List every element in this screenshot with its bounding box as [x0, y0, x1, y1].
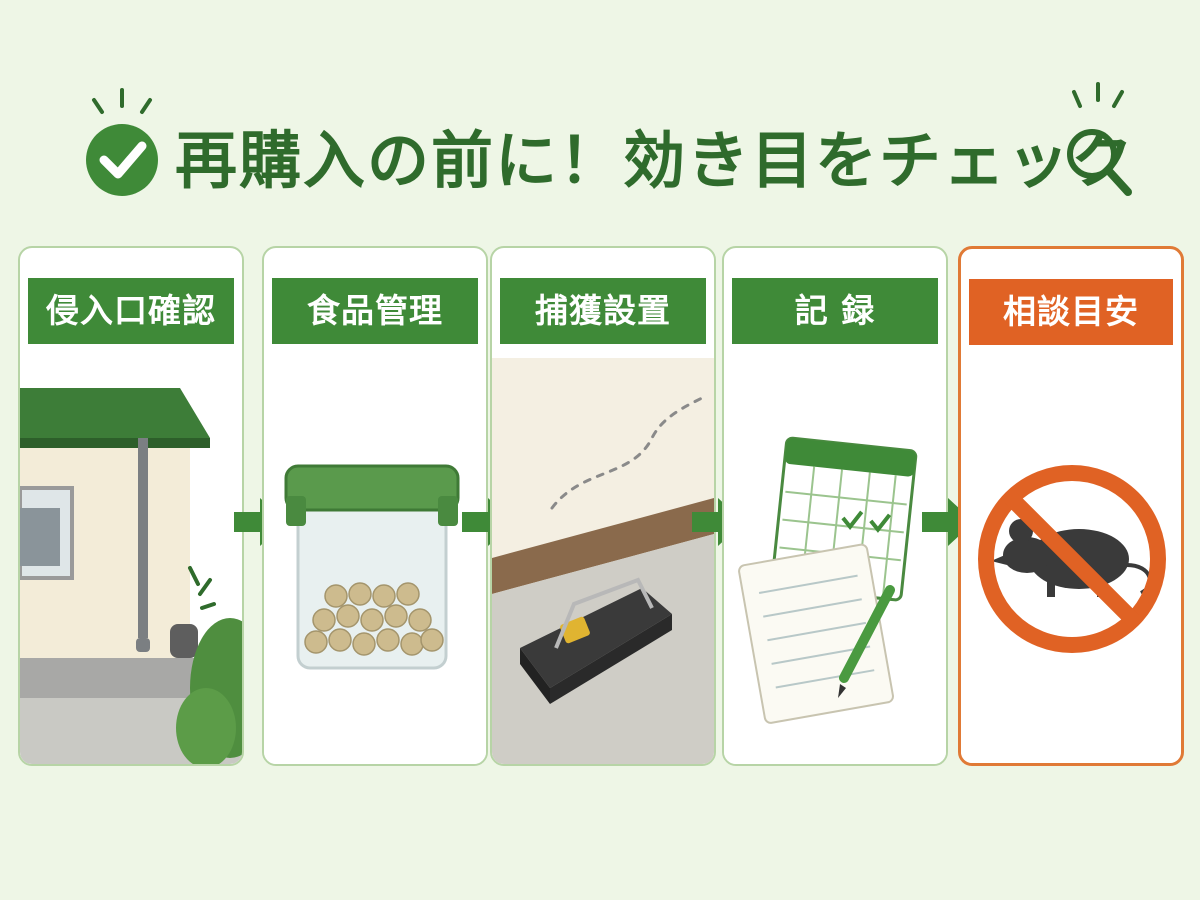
step-card-food: 食品管理	[262, 246, 488, 766]
step-card-record: 記 録	[722, 246, 948, 766]
page-title: 再購入の前に！効き目をチェック	[175, 124, 1136, 197]
check-circle-icon	[86, 88, 158, 196]
step-label: 記 録	[732, 278, 938, 344]
magnifier-icon	[1067, 82, 1132, 196]
step-card-trap: 捕獲設置	[490, 246, 716, 766]
step-label: 食品管理	[272, 278, 478, 344]
step-label: 侵入口確認	[28, 278, 234, 344]
step-label: 相談目安	[969, 279, 1173, 345]
mousetrap-illustration	[492, 358, 714, 764]
step-card-entry: 侵入口確認	[18, 246, 244, 766]
calendar-notebook-illustration	[724, 358, 946, 764]
house-illustration	[20, 358, 242, 764]
title-row: 再購入の前に！効き目をチェック	[0, 78, 1200, 218]
food-container-illustration	[264, 358, 486, 764]
step-card-consult: 相談目安	[958, 246, 1184, 766]
step-label: 捕獲設置	[500, 278, 706, 344]
no-mouse-icon	[961, 359, 1181, 763]
